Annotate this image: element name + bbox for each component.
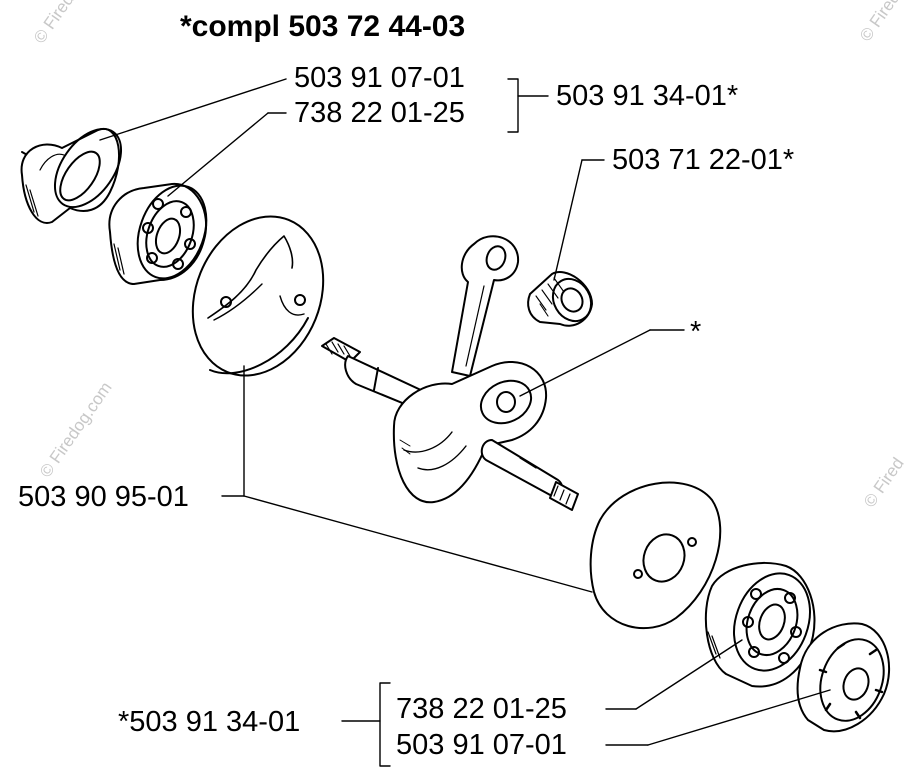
right-crank-web bbox=[589, 481, 722, 630]
leader-line bbox=[647, 689, 831, 746]
leader-line bbox=[167, 112, 269, 197]
assembly-title: *compl 503 72 44-03 bbox=[180, 10, 466, 43]
leader-lines bbox=[99, 78, 831, 767]
leader-line bbox=[519, 329, 651, 397]
part-label-left-seal: 503 91 07-01 bbox=[294, 62, 465, 94]
leader-line bbox=[243, 495, 593, 593]
part-label-kit-bottom: *503 91 34-01 bbox=[118, 706, 301, 738]
left-ball-bearing bbox=[108, 182, 208, 285]
part-label-crankshaft: * bbox=[690, 316, 702, 348]
part-label-needle-bearing: 503 71 22-01* bbox=[612, 144, 795, 176]
bracket bbox=[507, 78, 519, 133]
crankshaft bbox=[321, 235, 579, 511]
part-label-left-bearing: 738 22 01-25 bbox=[294, 97, 465, 129]
part-label-crank-web: 503 90 95-01 bbox=[18, 481, 189, 513]
leader-line bbox=[553, 159, 583, 281]
bracket bbox=[379, 682, 391, 767]
part-label-right-bearing: 738 22 01-25 bbox=[396, 693, 567, 725]
leader-line bbox=[635, 639, 743, 710]
needle-bearing bbox=[527, 271, 593, 327]
part-label-kit-top: 503 91 34-01* bbox=[556, 80, 739, 112]
leader-line bbox=[99, 78, 287, 141]
left-crank-web bbox=[191, 215, 325, 377]
right-seal-ring bbox=[796, 622, 891, 733]
part-label-right-seal: 503 91 07-01 bbox=[396, 729, 567, 761]
left-seal-ring bbox=[20, 127, 123, 224]
right-ball-bearing bbox=[704, 562, 816, 688]
